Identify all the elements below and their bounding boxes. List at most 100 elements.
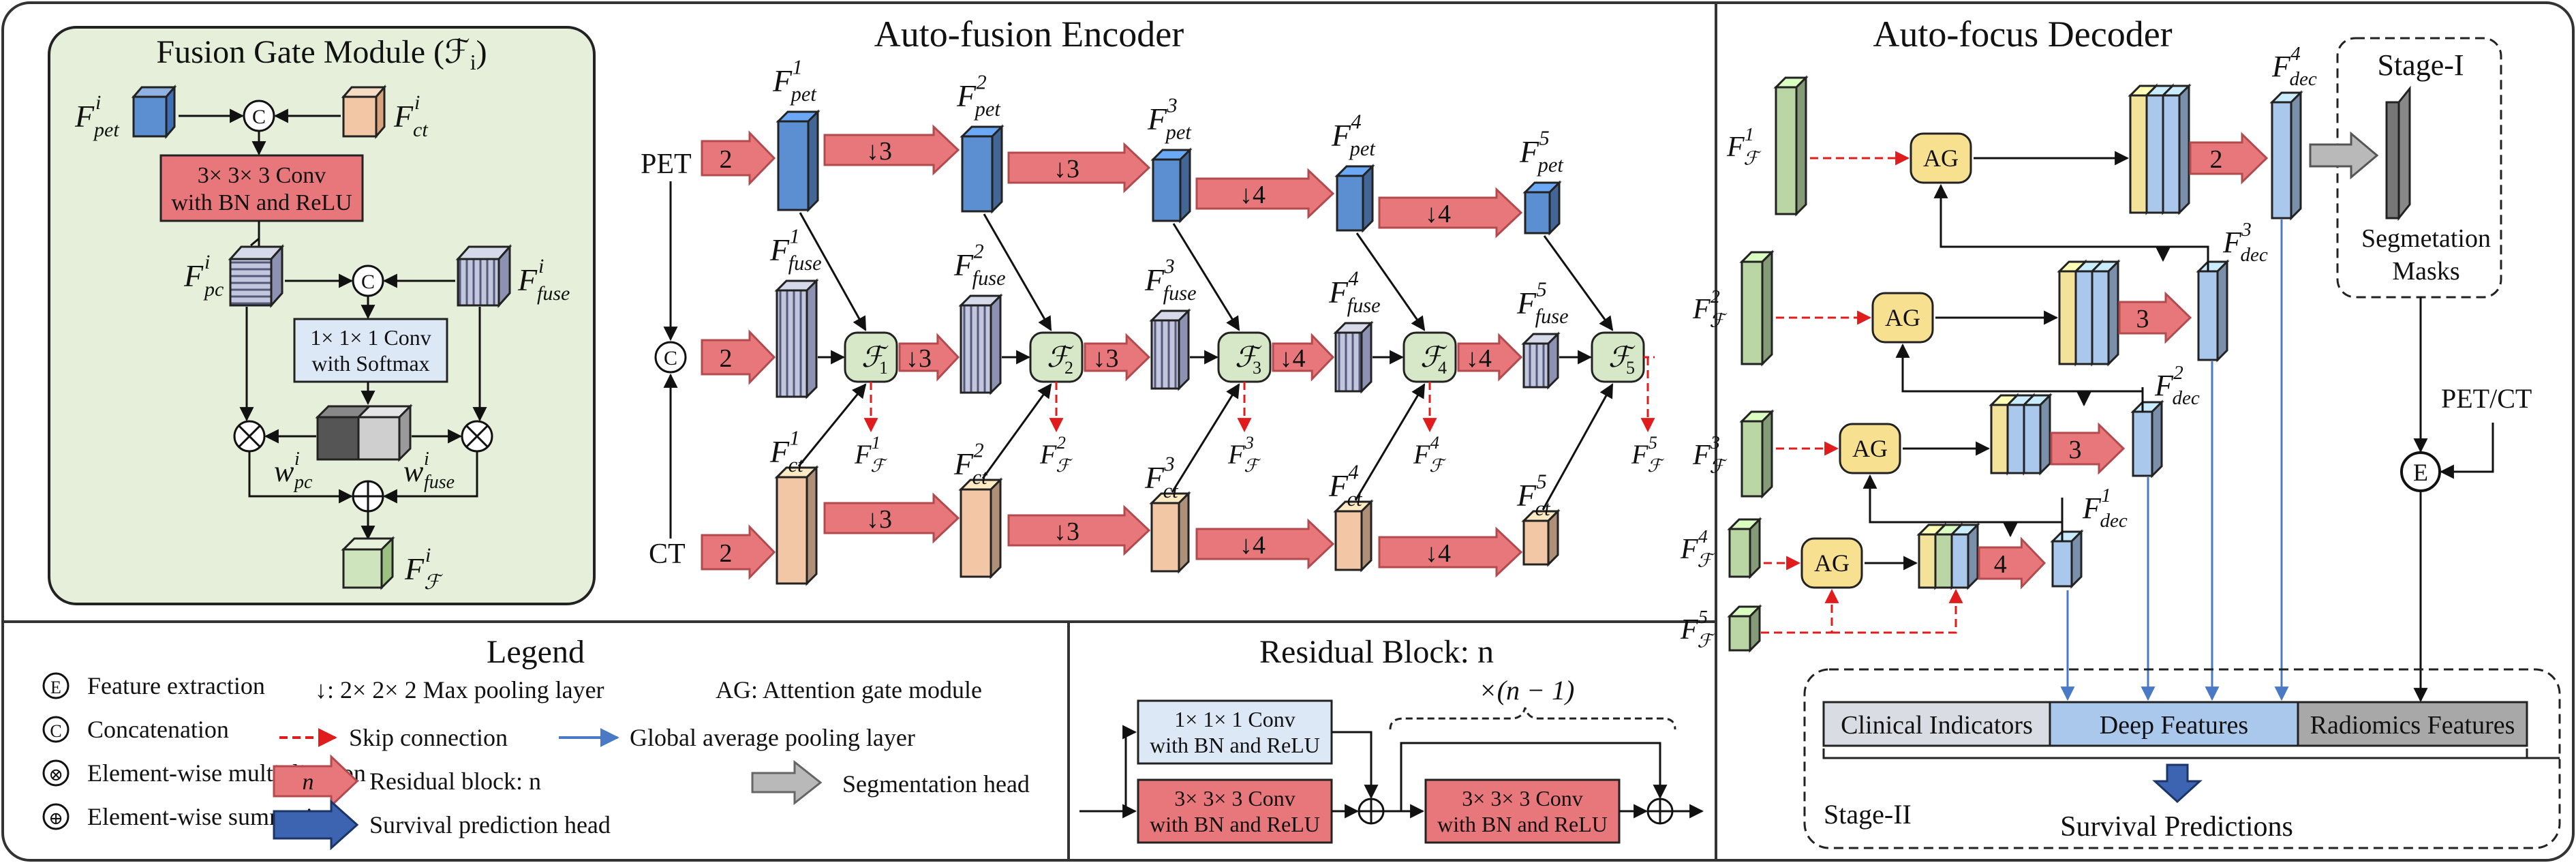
enc-fuse-label-4-sup: 4	[1349, 267, 1359, 290]
dec-feat-block-2-front	[1741, 260, 1764, 365]
res-repeat-brace	[1389, 707, 1676, 730]
enc-pet-to-fusion-2	[983, 213, 1052, 331]
enc-pet-label-2-base: F	[956, 78, 977, 113]
legend-ag: AG: Attention gate module	[716, 676, 982, 703]
dec-ag-label-4: AG	[1814, 549, 1850, 577]
enc-ct-label-3-sub: ct	[1163, 479, 1179, 502]
dec-feat-block-5	[1727, 604, 1762, 653]
fg-conv1-line1: 1× 1× 1 Conv	[310, 325, 431, 350]
dec-feat-dec-2	[2130, 399, 2164, 479]
dec-feat-dec-4-label-sub: dec	[2290, 68, 2317, 90]
dec-feat-block-4-side	[1749, 517, 1761, 579]
enc-ct-block-4-side	[1360, 499, 1373, 573]
enc-fuse-block-3-front	[1150, 319, 1180, 390]
fg-w-pc-sub: pc	[293, 472, 313, 493]
enc-ct-block-5-front	[1522, 519, 1550, 566]
enc-fusion-out-label-4-sub: ℱ	[1429, 455, 1446, 476]
stage1-box	[2336, 37, 2502, 299]
fg-pet-sup: i	[95, 91, 101, 114]
enc-fuse-label-1-base: F	[769, 232, 790, 267]
enc-fusion-out-label-3-sup: 3	[1244, 432, 1254, 453]
fg-fuse-label: F	[517, 262, 538, 297]
dec-stack-blue2-1-side	[2178, 83, 2190, 215]
fg-conv3-box	[159, 154, 364, 222]
dec-feat-dec-4-label-sup: 4	[2290, 43, 2301, 65]
enc-fusion-node-3: ℱ3	[1217, 331, 1272, 383]
dec-skip-5b	[1832, 588, 1963, 634]
enc-fusion-down-4-label: ↓4	[1466, 344, 1492, 373]
survival-head-arrow[interactable]	[2152, 763, 2203, 804]
dec-up-1: 4	[1978, 536, 2046, 590]
deep-box[interactable]	[2049, 701, 2299, 747]
clinical-label: Clinical Indicators	[1841, 711, 2033, 740]
clinical-box[interactable]	[1822, 701, 2051, 747]
dec-feat-dec-2-side	[2151, 399, 2163, 479]
enc-ct-block-3	[1149, 491, 1191, 574]
dec-ag-label-2: AG	[1885, 304, 1920, 331]
enc-pet-down-1-shape	[823, 124, 960, 176]
legend-item-symbol-2: C	[50, 721, 61, 741]
enc-pet-block-3-front	[1152, 158, 1182, 222]
enc-ct-label-5-sup: 5	[1537, 470, 1547, 494]
enc-ct-label-3-base: F	[1144, 460, 1165, 495]
enc-ct-block-3-side	[1178, 491, 1190, 574]
radiomics-box[interactable]	[2297, 701, 2528, 747]
dec-feat-label-3-sub: ℱ	[1709, 456, 1728, 477]
enc-fuse-block-3	[1149, 308, 1191, 391]
dec-feat-dec-4	[2269, 90, 2303, 221]
fusion-gate-title: Fusion Gate Module (ℱi)	[156, 34, 487, 74]
res-conv3a-line1: 3× 3× 3 Conv	[1174, 786, 1295, 811]
enc-ct-to-fusion-5	[1542, 383, 1614, 511]
enc-pet-to-fusion-5	[1543, 235, 1614, 331]
encoder-concat	[654, 341, 687, 374]
enc-fuse-label-3-sub: fuse	[1163, 282, 1197, 305]
enc-fusion-down-1-label: ↓3	[906, 344, 932, 373]
enc-fusion-out-label-3-base: F	[1227, 439, 1245, 470]
fg-pc-label: F	[183, 258, 204, 293]
enc-pet-label-3-sup: 3	[1167, 94, 1178, 117]
enc-ct-label-1-sub: ct	[788, 453, 804, 476]
enc-fusion-sub-1: 1	[879, 358, 888, 378]
dec-feat-block-3-side	[1761, 409, 1773, 499]
enc-ct-to-fusion-2	[981, 383, 1052, 479]
enc-fusion-node-2: ℱ2	[1029, 331, 1084, 383]
dec-feat-dec-1	[2050, 529, 2084, 589]
fg-output-label: F	[404, 551, 425, 586]
dec-up-4-label: 2	[2210, 145, 2223, 174]
dec-feat-dec-3-label-base: F	[2222, 226, 2242, 259]
fg-ct-sup: i	[414, 91, 420, 114]
enc-fuse-label-4-base: F	[1328, 275, 1349, 309]
enc-pet-label-1-base: F	[772, 63, 793, 98]
encoder-input-ct: CT	[649, 539, 686, 570]
seg-line2: Masks	[2392, 257, 2459, 286]
enc-fusion-node-1: ℱ1	[844, 331, 898, 383]
fusion-gate-module: Fusion Gate Module (ℱi) F i pet F i ct C…	[48, 26, 596, 605]
dec-up-4-shape	[2189, 132, 2269, 185]
dec-stack-blue2-1	[2160, 83, 2192, 215]
enc-fuse-block-5-front	[1522, 342, 1550, 389]
res-repeat-label: ×(n − 1)	[1479, 675, 1575, 706]
dec-up-connect-1	[2156, 245, 2209, 271]
enc-fusion-sub-3: 3	[1253, 358, 1261, 378]
dec-feat-dec-3-side	[2216, 259, 2228, 363]
res-conv3b-line2: with BN and ReLU	[1437, 812, 1608, 836]
enc-fusion-out-label-2-sub: ℱ	[1056, 455, 1073, 476]
enc-pet-label-1-sup: 1	[793, 56, 803, 79]
enc-ct-down-4-shape	[1378, 526, 1523, 578]
enc-fusion-out-label-2-base: F	[1039, 439, 1057, 470]
enc-ct-down-3: ↓4	[1195, 518, 1335, 570]
dec-stack-blue2-4-front	[1950, 533, 1969, 589]
